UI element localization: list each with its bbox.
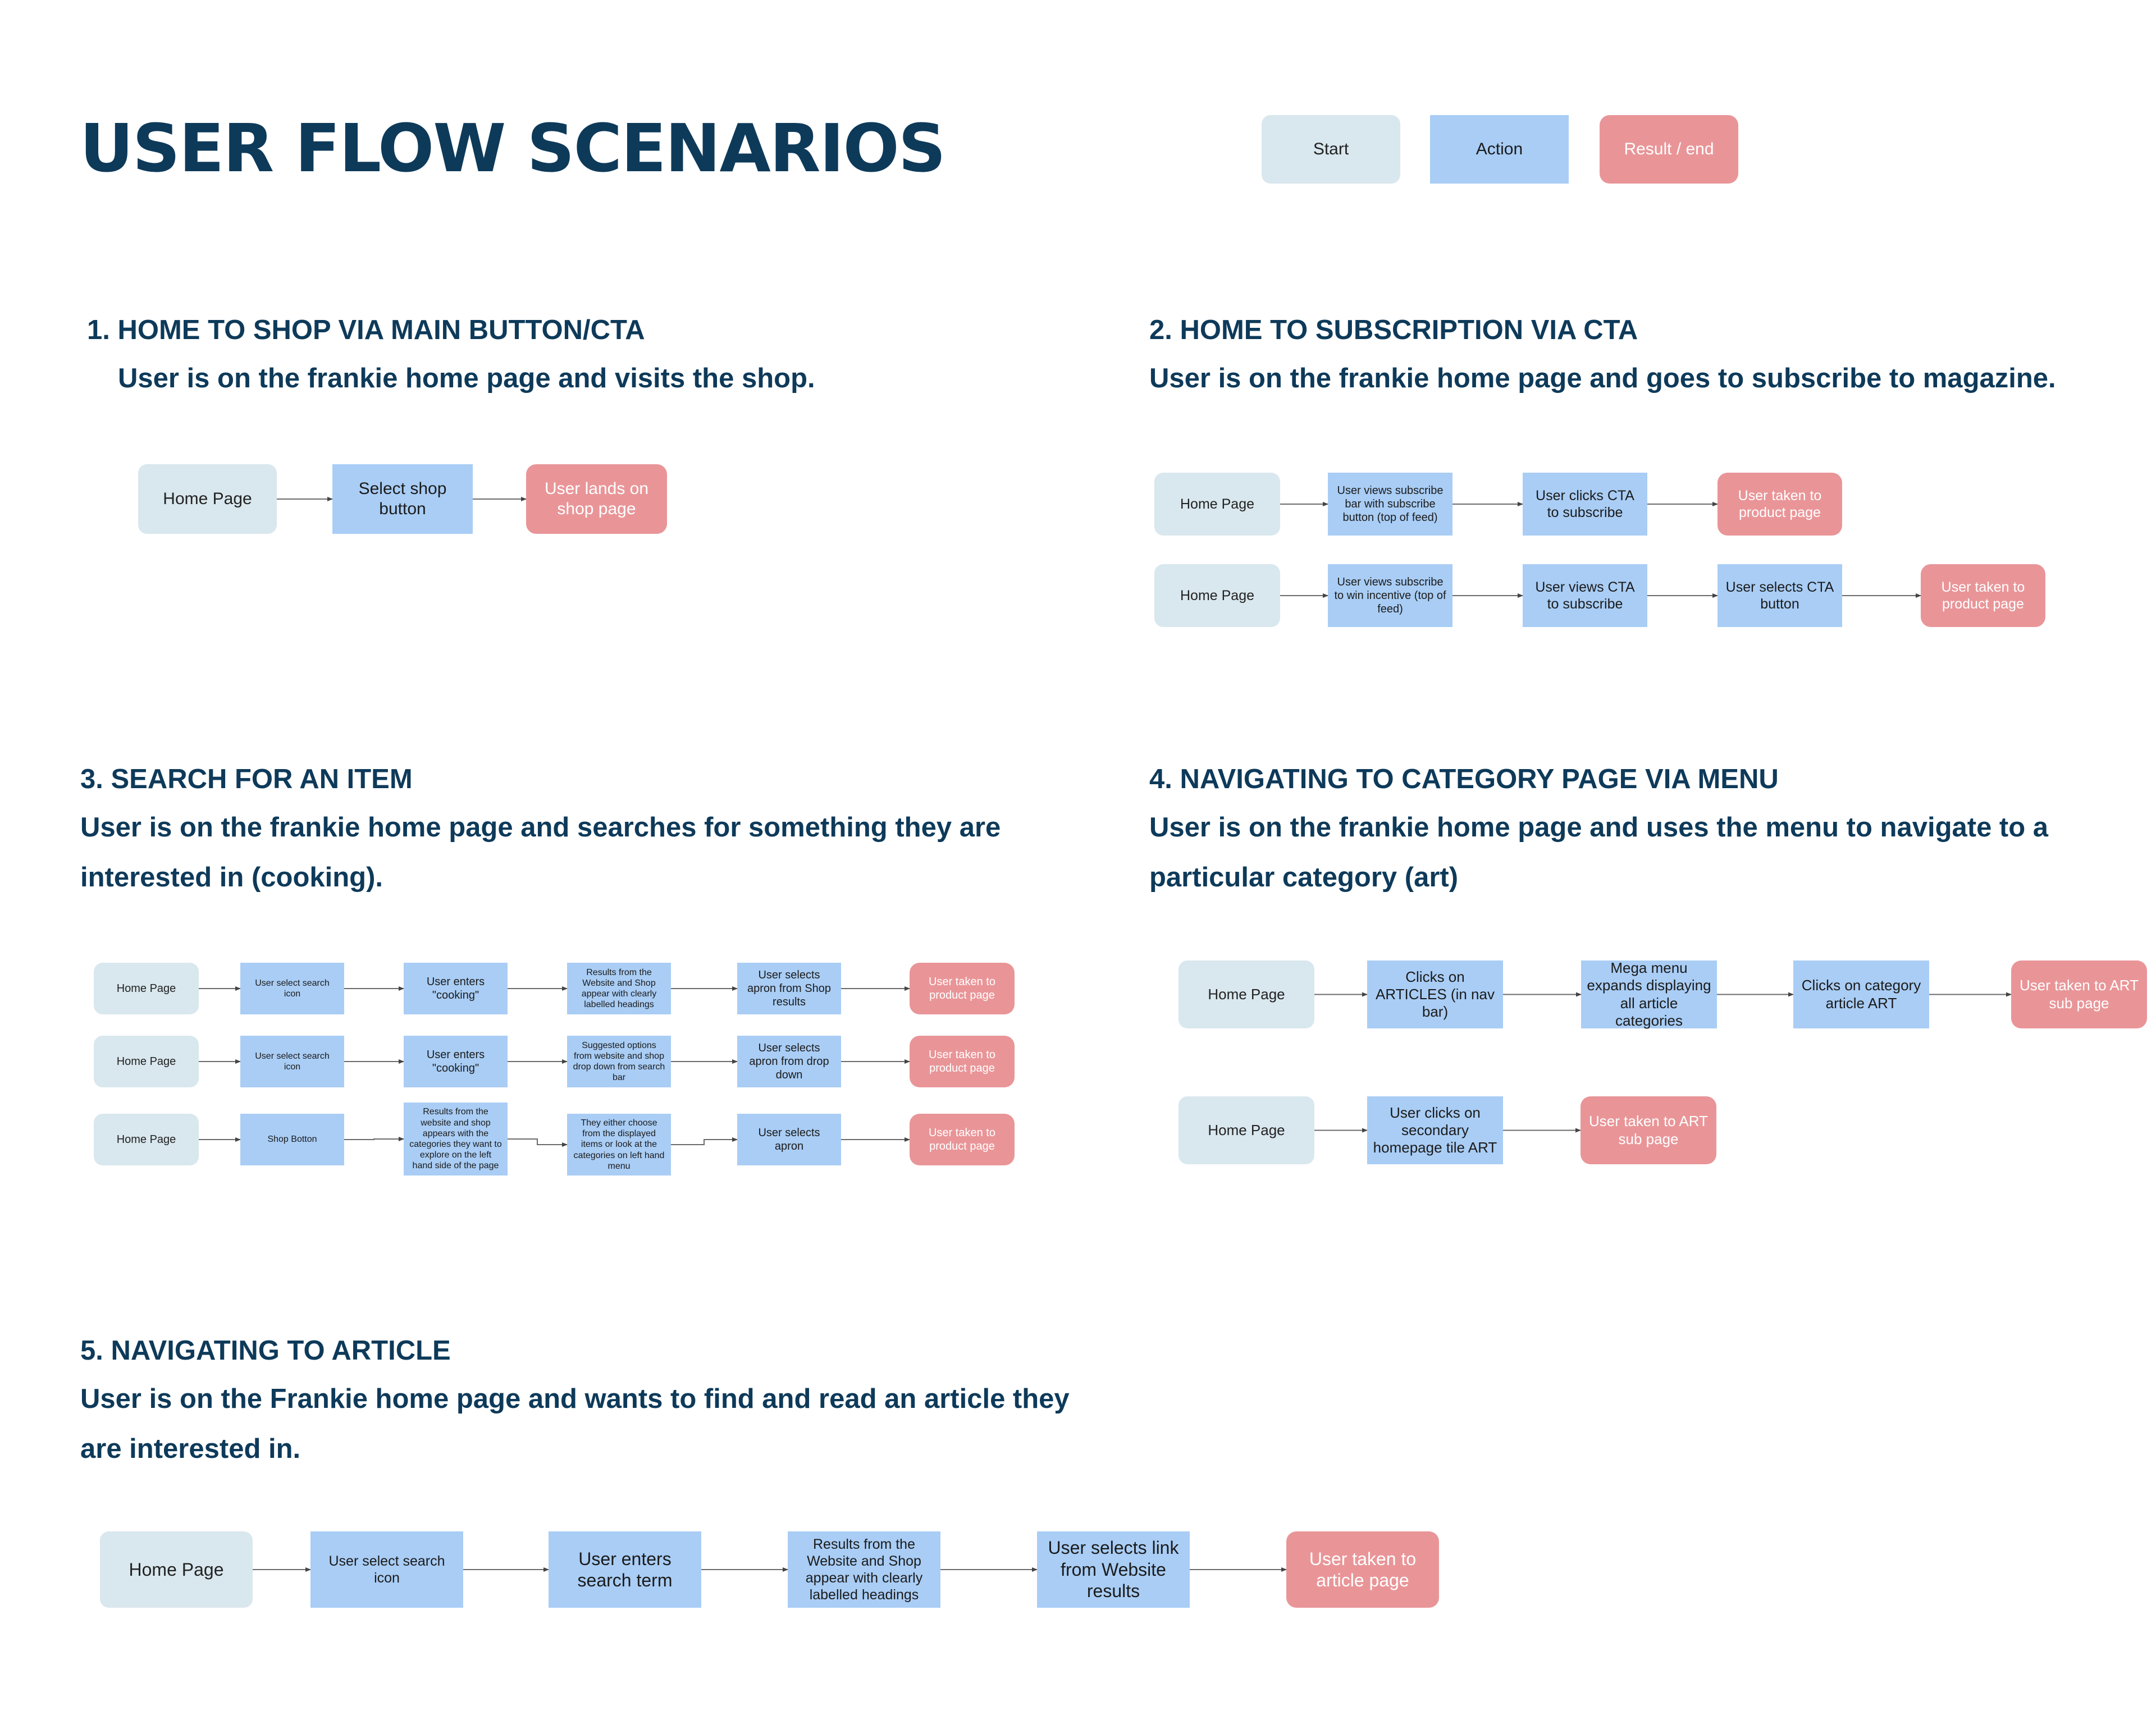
flow-s3b-action-suggested-options-from-website-and-shop-: Suggested options from website and shop … (567, 1036, 671, 1087)
flow-s2b-action-user-selects-cta-button: User selects CTA button (1718, 564, 1842, 627)
flow-s3a-action-user-enters-cooking: User enters "cooking" (404, 963, 508, 1014)
flow-s3b-result-user-taken-to-product-page: User taken to product page (910, 1036, 1015, 1087)
section-3-heading: 3. SEARCH FOR AN ITEM (80, 764, 413, 794)
flow-s3c-arrow-2 (344, 1137, 404, 1141)
flow-s2a-start-home-page: Home Page (1154, 473, 1280, 536)
section-1-heading: 1. HOME TO SHOP VIA MAIN BUTTON/CTA (87, 315, 645, 345)
section-5-heading: 5. NAVIGATING TO ARTICLE (80, 1335, 451, 1366)
legend-result: Result / end (1600, 115, 1738, 184)
flow-s1-result-user-lands-on-shop-page: User lands on shop page (526, 464, 667, 534)
flow-s2b-action-user-views-subscribe-to-win-incentive-to: User views subscribe to win incentive (t… (1328, 564, 1452, 627)
flow-s4a-action-mega-menu-expands-displaying-all-article: Mega menu expands displaying all article… (1581, 959, 1717, 1029)
section-5-description: User is on the Frankie home page and wan… (80, 1384, 1070, 1464)
flow-s4a-start-home-page: Home Page (1179, 960, 1314, 1028)
flow-s3c-action-user-selects-apron: User selects apron (737, 1114, 841, 1165)
flow-s3a-result-user-taken-to-product-page: User taken to product page (910, 963, 1015, 1014)
flow-s5-action-user-enters-search-term: User enters search term (549, 1531, 701, 1608)
flow-s3b-action-user-enters-cooking: User enters "cooking" (404, 1036, 508, 1087)
flow-s3a-action-results-from-the-website-and-shop-appear: Results from the Website and Shop appear… (567, 963, 671, 1014)
flow-s2b-start-home-page: Home Page (1154, 564, 1280, 627)
section-4-description: User is on the frankie home page and use… (1149, 812, 2049, 893)
flow-s1-start-home-page: Home Page (138, 464, 277, 534)
flow-s5-result-user-taken-to-article-page: User taken to article page (1286, 1531, 1439, 1608)
flow-s3b-start-home-page: Home Page (94, 1036, 199, 1087)
flow-s5-action-user-select-search-icon: User select search icon (310, 1531, 463, 1608)
section-2-heading: 2. HOME TO SUBSCRIPTION VIA CTA (1149, 315, 1638, 345)
flow-s3b-action-user-selects-apron-from-drop-down: User selects apron from drop down (737, 1036, 841, 1087)
legend-start: Start (1262, 115, 1400, 184)
flow-s4b-action-user-clicks-on-secondary-homepage-tile-a: User clicks on secondary homepage tile A… (1367, 1096, 1503, 1164)
flow-s3c-arrow-4 (671, 1137, 738, 1145)
flow-s4b-result-user-taken-to-art-sub-page: User taken to ART sub page (1581, 1096, 1716, 1164)
section-3-description: User is on the frankie home page and sea… (80, 812, 1001, 893)
flow-s2b-action-user-views-cta-to-subscribe: User views CTA to subscribe (1523, 564, 1647, 627)
flow-s3c-arrow-3 (508, 1138, 568, 1147)
flow-s5-action-user-selects-link-from-website-results: User selects link from Website results (1037, 1531, 1190, 1608)
flow-s2a-action-user-clicks-cta-to-subscribe: User clicks CTA to subscribe (1523, 473, 1647, 536)
section-2-description: User is on the frankie home page and goe… (1149, 363, 2056, 394)
flow-s1-action-select-shop-button: Select shop button (332, 464, 473, 534)
flow-s3a-action-user-select-search-icon: User select search icon (240, 963, 344, 1014)
flow-s2b-result-user-taken-to-product-page: User taken to product page (1921, 564, 2045, 627)
flow-s5-start-home-page: Home Page (100, 1531, 253, 1608)
flow-s2a-action-user-views-subscribe-bar-with-subscribe-: User views subscribe bar with subscribe … (1328, 473, 1452, 536)
flow-s4a-result-user-taken-to-art-sub-page: User taken to ART sub page (2011, 960, 2147, 1028)
flow-s3b-action-user-select-search-icon: User select search icon (240, 1036, 344, 1087)
flow-s2a-result-user-taken-to-product-page: User taken to product page (1718, 473, 1842, 536)
flow-s3c-start-home-page: Home Page (94, 1114, 199, 1165)
flow-s3c-action-shop-botton: Shop Botton (240, 1114, 344, 1165)
flow-s3a-action-user-selects-apron-from-shop-results: User selects apron from Shop results (737, 963, 841, 1014)
flow-s4a-action-clicks-on-category-article-art: Clicks on category article ART (1793, 960, 1929, 1028)
flow-s3c-action-results-from-the-website-and-shop-appear: Results from the website and shop appear… (404, 1103, 508, 1175)
page-title: USER FLOW SCENARIOS (80, 109, 946, 187)
flow-s4b-start-home-page: Home Page (1179, 1096, 1314, 1164)
flow-s5-action-results-from-the-website-and-shop-appear: Results from the Website and Shop appear… (788, 1531, 940, 1608)
section-1-description: User is on the frankie home page and vis… (118, 363, 815, 394)
flow-s4a-action-clicks-on-articles-in-nav-bar: Clicks on ARTICLES (in nav bar) (1367, 960, 1503, 1028)
section-4-heading: 4. NAVIGATING TO CATEGORY PAGE VIA MENU (1149, 764, 1779, 794)
flow-s3a-start-home-page: Home Page (94, 963, 199, 1014)
flow-s3c-action-they-either-choose-from-the-displayed-it: They either choose from the displayed it… (567, 1114, 671, 1175)
legend-action: Action (1430, 115, 1569, 184)
flow-s3c-result-user-taken-to-product-page: User taken to product page (910, 1114, 1015, 1165)
